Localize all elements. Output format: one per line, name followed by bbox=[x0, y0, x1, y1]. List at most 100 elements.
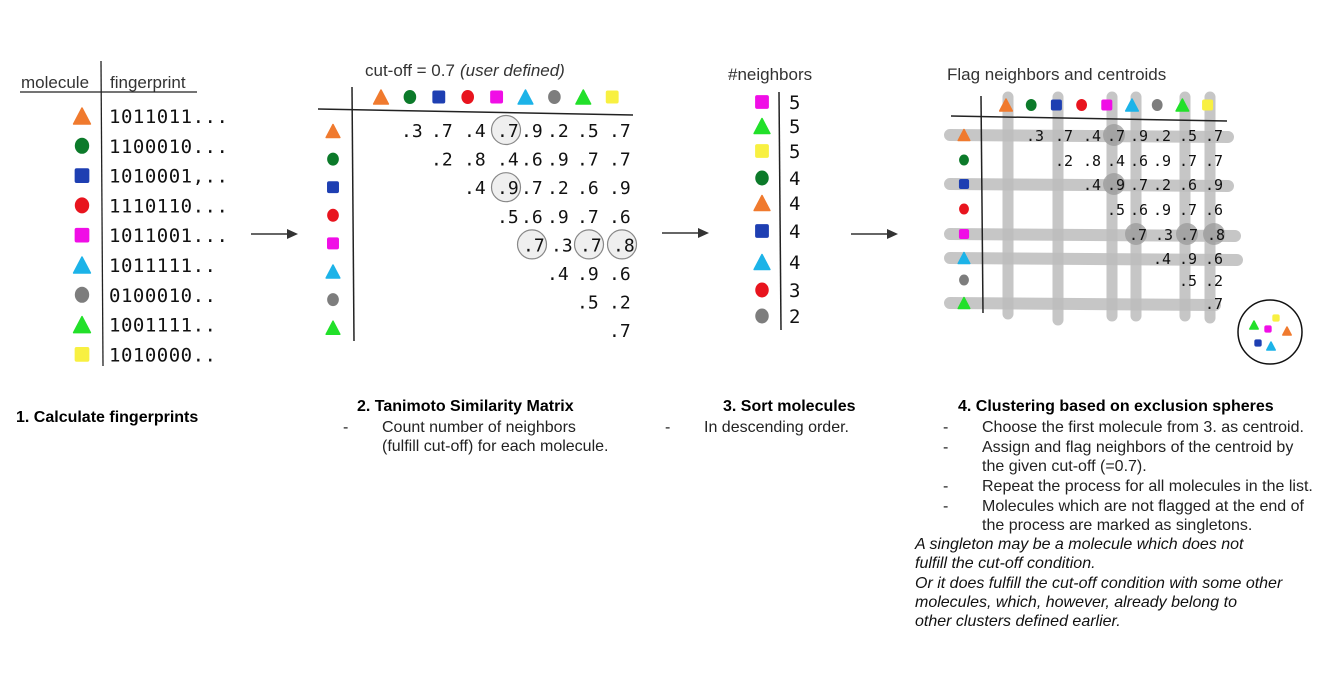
similarity-value: .9 bbox=[521, 121, 543, 142]
step2-caption: 2. Tanimoto Similarity Matrix bbox=[357, 398, 574, 415]
similarity-value: .9 bbox=[547, 150, 569, 171]
similarity-value: .6 bbox=[609, 207, 631, 228]
step3-caption: 3. Sort molecules bbox=[723, 398, 856, 415]
similarity-value: .9 bbox=[577, 264, 599, 285]
cutoff-title-italic: (user defined) bbox=[460, 61, 565, 80]
arrow-1-2-head bbox=[287, 229, 298, 239]
step3-bullet: In descending order. bbox=[704, 419, 849, 436]
flag-similarity-value: .9 bbox=[1153, 201, 1171, 219]
header-magenta-icon bbox=[490, 90, 504, 104]
neighbor-count: 5 bbox=[789, 116, 800, 138]
sorted-orange-icon bbox=[753, 194, 771, 212]
flag-similarity-value: .4 bbox=[1107, 152, 1125, 170]
sorted-lime-icon bbox=[753, 117, 771, 135]
similarity-value: .3 bbox=[551, 235, 573, 256]
flag-similarity-value: .2 bbox=[1205, 272, 1223, 290]
header-gray-icon bbox=[548, 90, 561, 104]
flag-similarity-value: .6 bbox=[1205, 250, 1223, 268]
molecule-gray-icon bbox=[74, 286, 90, 303]
similarity-value: .7 bbox=[580, 235, 602, 256]
neighbor-count: 4 bbox=[789, 252, 800, 274]
flag-similarity-value: .5 bbox=[1179, 127, 1197, 145]
flag-similarity-value: .6 bbox=[1130, 152, 1148, 170]
similarity-value: .3 bbox=[401, 121, 423, 142]
sorted-green-icon bbox=[755, 170, 769, 186]
flag-row-orange-icon bbox=[957, 128, 971, 142]
neighbor-count: 4 bbox=[789, 221, 800, 243]
row-lime-icon bbox=[325, 320, 341, 335]
flag-row-gray-icon bbox=[959, 274, 969, 286]
header-red-icon bbox=[461, 90, 475, 104]
step4-dash-1: - bbox=[943, 419, 949, 436]
row-gray-icon bbox=[327, 293, 339, 307]
flag-row-magenta-icon bbox=[958, 228, 970, 240]
step4-bullet-3: the given cut-off (=0.7). bbox=[982, 458, 1147, 475]
flag-header-magenta-icon bbox=[1101, 99, 1113, 111]
similarity-value: .2 bbox=[547, 178, 569, 199]
flag-similarity-value: .8 bbox=[1083, 152, 1101, 170]
flag-similarity-value: .7 bbox=[1180, 226, 1198, 244]
similarity-value: .7 bbox=[609, 150, 631, 171]
flag-similarity-value: .6 bbox=[1205, 201, 1223, 219]
neighbor-highlight bbox=[516, 229, 548, 260]
flag-similarity-value: .9 bbox=[1130, 127, 1148, 145]
flow-arrows bbox=[251, 228, 898, 239]
similarity-value: .6 bbox=[609, 264, 631, 285]
flag-header-cyan-icon bbox=[1124, 98, 1140, 112]
flagged-neighbor bbox=[1103, 173, 1125, 195]
fingerprint-value: 1011111.. bbox=[109, 255, 216, 277]
step4-bullet-6: the process are marked as singletons. bbox=[982, 517, 1253, 534]
row-magenta-icon bbox=[327, 237, 339, 250]
neighbor-count: 2 bbox=[789, 306, 800, 328]
molecule-lime-icon bbox=[72, 315, 92, 334]
similarity-value: .5 bbox=[577, 121, 599, 142]
cluster-yellow-icon bbox=[1272, 314, 1280, 322]
molecule-yellow-icon bbox=[74, 347, 90, 362]
flag-similarity-value: .9 bbox=[1205, 176, 1223, 194]
row-green-icon bbox=[327, 152, 339, 166]
flag-similarity-value: .4 bbox=[1083, 176, 1101, 194]
similarity-value: .4 bbox=[464, 178, 486, 199]
matrix-left-axis bbox=[351, 86, 355, 342]
clustering-panel: Flag neighbors and centroids .3.7.4.7.9.… bbox=[944, 65, 1303, 365]
flag-similarity-value: .3 bbox=[1155, 226, 1173, 244]
cutoff-title-main: cut-off = 0.7 bbox=[365, 61, 455, 80]
similarity-value: .7 bbox=[523, 235, 545, 256]
flag-similarity-value: .4 bbox=[1153, 250, 1171, 268]
flag-similarity-value: .6 bbox=[1130, 201, 1148, 219]
similarity-value: .5 bbox=[577, 293, 599, 314]
similarity-value: .4 bbox=[547, 264, 569, 285]
flag-header-gray-icon bbox=[1151, 99, 1163, 111]
flag-similarity-value: .7 bbox=[1179, 201, 1197, 219]
similarity-value: .7 bbox=[431, 121, 453, 142]
fingerprint-panel: molecule fingerprint 1011011...1100010..… bbox=[20, 60, 228, 366]
singleton-note-4: molecules, which, however, already belon… bbox=[915, 594, 1237, 611]
neighbor-count: 3 bbox=[789, 280, 800, 302]
step4-bullet-2: Assign and flag neighbors of the centroi… bbox=[982, 439, 1294, 456]
step4-bullet-1: Choose the first molecule from 3. as cen… bbox=[982, 419, 1304, 436]
molecule-magenta-icon bbox=[74, 227, 90, 243]
flag-header-red-icon bbox=[1076, 99, 1087, 111]
similarity-value: .6 bbox=[577, 178, 599, 199]
arrow-3-4-head bbox=[887, 229, 898, 239]
step4-caption: 4. Clustering based on exclusion spheres bbox=[958, 398, 1274, 415]
fingerprint-value: 1011011... bbox=[109, 106, 228, 128]
flag-similarity-value: .9 bbox=[1153, 152, 1171, 170]
fingerprint-value: 1110110... bbox=[109, 195, 228, 217]
fingerprint-value: 1011001... bbox=[109, 225, 228, 247]
flag-similarity-value: .7 bbox=[1205, 127, 1223, 145]
singleton-note-2: fulfill the cut-off condition. bbox=[915, 555, 1096, 572]
flag-similarity-value: .7 bbox=[1205, 295, 1223, 313]
row-orange-icon bbox=[325, 123, 341, 139]
neighbor-highlight bbox=[573, 229, 605, 260]
header-lime-icon bbox=[575, 89, 592, 105]
neighbor-highlight bbox=[606, 229, 638, 260]
similarity-value: .7 bbox=[609, 121, 631, 142]
similarity-value: .6 bbox=[521, 207, 543, 228]
header-blue-icon bbox=[432, 90, 446, 104]
similarity-value: .9 bbox=[547, 207, 569, 228]
cluster-blue-icon bbox=[1254, 339, 1262, 347]
neighbor-count: 4 bbox=[789, 193, 800, 215]
